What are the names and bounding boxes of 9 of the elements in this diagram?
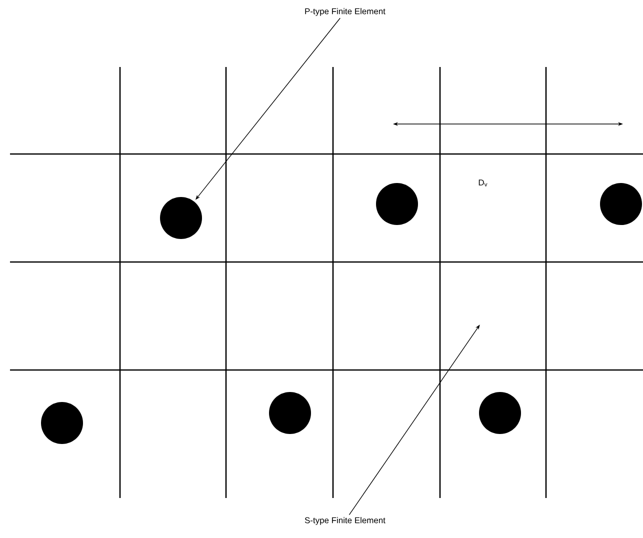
element-label: P-type Finite Element [302,6,388,18]
element-dot [160,197,202,239]
element-dot [41,402,83,444]
element-dot [269,392,311,434]
element-dot [376,183,418,225]
element-dot [600,183,642,225]
element-dot [479,392,521,434]
dimension-label: D$_{v}$ [478,180,488,186]
element-label: S-type Finite Element [302,515,388,527]
